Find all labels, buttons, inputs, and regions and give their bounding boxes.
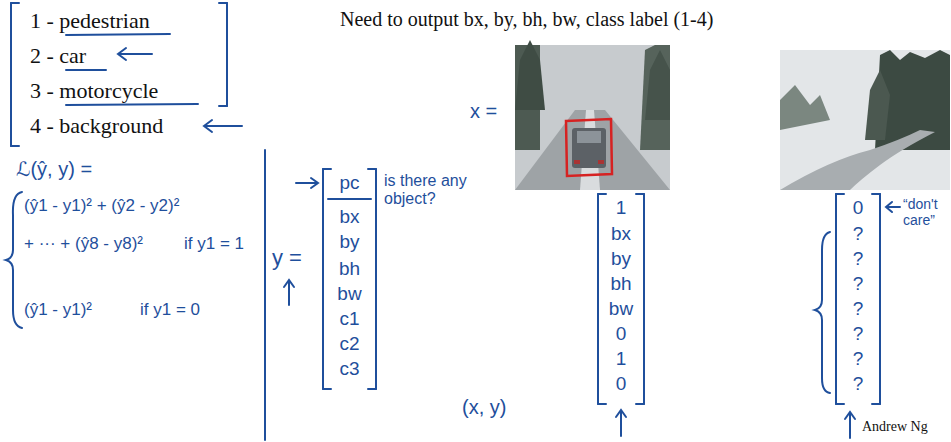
vector-entry: 0 — [616, 323, 627, 345]
vector-entry: bx — [339, 206, 359, 228]
vector-entry: bh — [339, 258, 360, 280]
annotation: x = — [470, 100, 497, 123]
output-vector: pc bx by bh bw c1 c2 c3 — [322, 168, 377, 390]
vector-entry: bh — [610, 273, 631, 295]
vector-entry: bw — [609, 298, 633, 320]
annotation: y = — [272, 245, 302, 270]
vector-entry: 0 — [853, 197, 864, 219]
vector-entry: ? — [853, 223, 864, 245]
vector-entry: 3 - motorcycle — [30, 78, 158, 103]
vector-entry: bx — [611, 223, 631, 245]
vector-entry: c3 — [339, 358, 359, 380]
vector-entry: c1 — [339, 308, 359, 330]
annotation: if y1 = 0 — [140, 300, 200, 320]
vector-entry: by — [339, 231, 359, 253]
vector-entry: ? — [853, 373, 864, 395]
class-list: 1 - pedestrian 2 - car 3 - motorcycle 4 - b… — [10, 2, 228, 147]
annotation: (ŷ1 - y1)² — [24, 300, 92, 320]
vector-entry: ? — [853, 323, 864, 345]
vector-entry: ? — [853, 273, 864, 295]
ink-strokes — [6, 34, 900, 440]
example-vector: 0??????? — [835, 193, 881, 405]
background-photo — [780, 50, 950, 190]
annotation: is there any object? — [384, 172, 484, 209]
example-vector: 1 bx by bh bw 0 1 0 — [597, 193, 645, 405]
vector-entry: ? — [853, 298, 864, 320]
vector-entry: 1 — [616, 197, 627, 219]
annotation: ℒ(ŷ, y) = — [16, 158, 92, 181]
vector-entry: bw — [337, 283, 361, 305]
annotation: if y1 = 1 — [184, 234, 244, 254]
annotation: Need to output bx, by, bh, bw, class lab… — [340, 8, 713, 31]
vector-entry: c2 — [339, 333, 359, 355]
annotation: (ŷ1 - y1)² + (ŷ2 - y2)² — [24, 196, 179, 216]
vector-entry: pc — [339, 172, 359, 194]
vector-entry: 0 — [616, 373, 627, 395]
vector-entry: by — [611, 248, 631, 270]
car-photo — [515, 40, 670, 190]
annotation: + ··· + (ŷ8 - y8)² — [24, 234, 143, 254]
vector-entry: 2 - car — [30, 43, 86, 68]
vector-entry: 4 - background — [30, 113, 163, 138]
annotation: (x, y) — [462, 396, 506, 419]
vector-entry: ? — [853, 248, 864, 270]
vector-entry: ? — [853, 348, 864, 370]
annotation: “don't care” — [903, 196, 948, 228]
vector-entry: 1 - pedestrian — [30, 8, 150, 33]
annotation: Andrew Ng — [862, 419, 928, 435]
vector-entry: 1 — [616, 348, 627, 370]
